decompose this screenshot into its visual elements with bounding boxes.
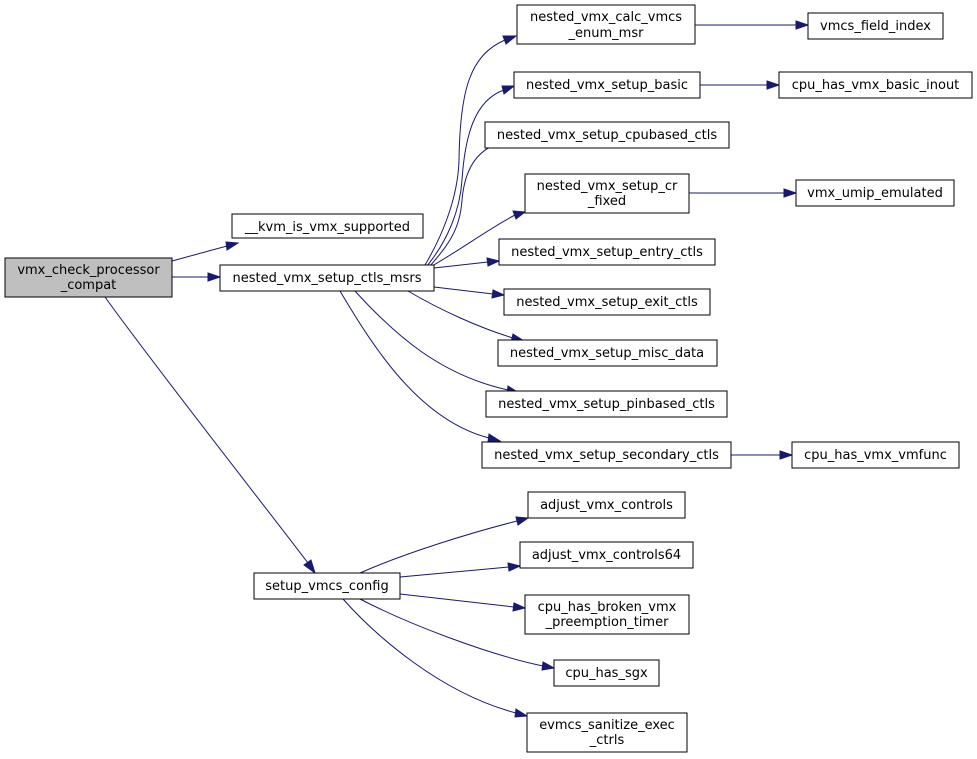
node-nested-vmx-setup-cr-fixed[interactable]: nested_vmx_setup_cr _fixed xyxy=(524,173,690,214)
node-label: adjust_vmx_controls xyxy=(540,498,673,513)
node-nested-vmx-setup-basic[interactable]: nested_vmx_setup_basic xyxy=(513,71,701,99)
edge-root-to-setup-vmcs-config xyxy=(104,296,316,575)
node-cpu-has-vmx-basic-inout[interactable]: cpu_has_vmx_basic_inout xyxy=(778,71,973,99)
node-label: nested_vmx_setup_entry_ctls xyxy=(511,245,703,260)
node-cpu-has-broken-vmx-preemption-timer[interactable]: cpu_has_broken_vmx _preemption_timer xyxy=(524,594,690,635)
edge-ctls-to-setup-basic xyxy=(426,85,516,267)
node-label: nested_vmx_setup_exit_ctls xyxy=(516,295,698,310)
node-cpu-has-sgx[interactable]: cpu_has_sgx xyxy=(553,659,660,687)
node-vmx-check-processor-compat[interactable]: vmx_check_processor _compat xyxy=(4,257,173,298)
node-label: vmx_check_processor xyxy=(17,263,160,278)
edge-setup-vmcs-to-broken-preemption-timer xyxy=(399,593,527,612)
node-label: cpu_has_vmx_vmfunc xyxy=(804,448,947,463)
node-label: _compat xyxy=(60,278,117,293)
node-label: adjust_vmx_controls64 xyxy=(532,548,681,563)
edge-secondary-to-cpu-has-vmx-vmfunc xyxy=(731,450,794,460)
edge-root-to-nested-vmx-setup-ctls-msrs xyxy=(172,272,222,282)
node-vmx-umip-emulated[interactable]: vmx_umip_emulated xyxy=(795,179,955,207)
edge-setup-basic-to-cpu-has-vmx-basic-inout xyxy=(700,80,781,90)
edge-cr-fixed-to-vmx-umip-emulated xyxy=(689,188,798,198)
edge-setup-vmcs-to-cpu-has-sgx xyxy=(359,598,556,671)
edge-setup-vmcs-to-adjust-vmx-controls xyxy=(359,516,530,574)
node-label: nested_vmx_setup_basic xyxy=(526,78,688,93)
node-label: __kvm_is_vmx_supported xyxy=(244,220,410,235)
node-label: vmx_umip_emulated xyxy=(807,186,943,201)
edge-ctls-to-setup-exit-ctls xyxy=(433,286,506,299)
edge-ctls-to-calc-vmcs-enum-msr xyxy=(424,35,518,266)
node-kvm-is-vmx-supported[interactable]: __kvm_is_vmx_supported xyxy=(231,213,424,239)
node-label: nested_vmx_calc_vmcs xyxy=(530,10,682,25)
node-label: _fixed xyxy=(587,194,626,209)
node-vmcs-field-index[interactable]: vmcs_field_index xyxy=(807,12,944,40)
edge-calc-vmcs-to-vmcs-field-index xyxy=(695,20,810,30)
edge-setup-vmcs-to-adjust-vmx-controls64 xyxy=(399,562,522,578)
node-setup-vmcs-config[interactable]: setup_vmcs_config xyxy=(253,572,401,600)
node-label: nested_vmx_setup_misc_data xyxy=(510,346,704,361)
edge-setup-vmcs-to-evmcs-sanitize xyxy=(342,598,529,718)
node-label: cpu_has_vmx_basic_inout xyxy=(792,78,960,93)
node-label: _enum_msr xyxy=(568,26,645,41)
node-label: _preemption_timer xyxy=(545,615,669,630)
node-adjust-vmx-controls64[interactable]: adjust_vmx_controls64 xyxy=(519,541,694,569)
edge-ctls-to-setup-cr-fixed xyxy=(431,210,527,267)
node-label: nested_vmx_setup_ctls_msrs xyxy=(233,271,422,286)
node-nested-vmx-setup-pinbased-ctls[interactable]: nested_vmx_setup_pinbased_ctls xyxy=(485,390,728,418)
node-evmcs-sanitize-exec-ctrls[interactable]: evmcs_sanitize_exec _ctrls xyxy=(526,712,688,753)
node-label: nested_vmx_setup_cpubased_ctls xyxy=(497,128,718,143)
node-label: evmcs_sanitize_exec xyxy=(539,718,675,733)
edge-root-to-kvm-is-vmx-supported xyxy=(171,241,240,262)
node-label: nested_vmx_setup_secondary_ctls xyxy=(494,448,719,463)
node-label: vmcs_field_index xyxy=(820,19,931,34)
node-label: _ctrls xyxy=(589,733,625,748)
edge-ctls-to-setup-entry-ctls xyxy=(433,257,501,269)
node-label: setup_vmcs_config xyxy=(265,579,388,594)
node-nested-vmx-calc-vmcs-enum-msr[interactable]: nested_vmx_calc_vmcs _enum_msr xyxy=(516,4,696,45)
node-nested-vmx-setup-ctls-msrs[interactable]: nested_vmx_setup_ctls_msrs xyxy=(219,264,435,292)
node-nested-vmx-setup-cpubased-ctls[interactable]: nested_vmx_setup_cpubased_ctls xyxy=(484,121,730,149)
node-label: nested_vmx_setup_pinbased_ctls xyxy=(498,397,715,412)
node-adjust-vmx-controls[interactable]: adjust_vmx_controls xyxy=(527,491,686,519)
node-label: cpu_has_broken_vmx xyxy=(538,600,677,615)
node-nested-vmx-setup-secondary-ctls[interactable]: nested_vmx_setup_secondary_ctls xyxy=(481,441,732,469)
node-nested-vmx-setup-entry-ctls[interactable]: nested_vmx_setup_entry_ctls xyxy=(498,238,716,266)
edge-ctls-to-setup-secondary-ctls xyxy=(339,290,502,443)
node-nested-vmx-setup-misc-data[interactable]: nested_vmx_setup_misc_data xyxy=(497,339,718,367)
node-nested-vmx-setup-exit-ctls[interactable]: nested_vmx_setup_exit_ctls xyxy=(503,288,711,316)
node-label: cpu_has_sgx xyxy=(565,666,648,681)
node-label: nested_vmx_setup_cr xyxy=(537,179,678,194)
node-cpu-has-vmx-vmfunc[interactable]: cpu_has_vmx_vmfunc xyxy=(791,441,960,469)
edge-ctls-to-setup-cpubased-ctls xyxy=(429,139,509,267)
